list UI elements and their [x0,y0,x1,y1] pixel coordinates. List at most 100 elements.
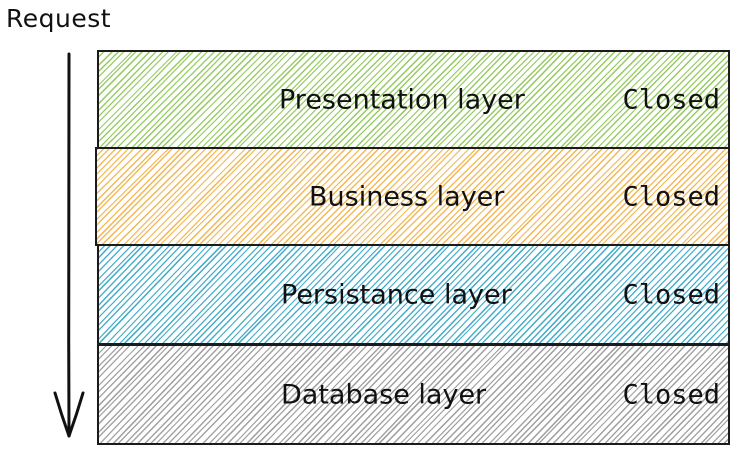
hatch-fill [99,346,728,443]
hatch-line [97,149,143,195]
hatch-line [502,149,598,244]
hatch-line [692,306,728,343]
hatch-line [124,52,222,147]
hatch-line [394,52,490,147]
hatch-line [691,208,728,244]
hatch-line [508,346,605,443]
hatch-line [374,346,469,443]
hatch-line [405,149,502,244]
hatch-line [289,52,388,147]
hatch-line [390,149,490,244]
hatch-line [583,346,680,443]
hatch-line [234,52,330,147]
hatch-line [630,246,725,343]
layer-name: Database layer [281,379,487,410]
hatch-line [494,346,591,443]
hatch-line [227,246,323,343]
hatch-line [130,246,227,343]
hatch-line [232,149,328,244]
hatch-line [253,52,349,147]
hatch-line [99,346,157,407]
hatch-line [366,346,463,443]
hatch-line [143,52,241,147]
hatch-line [213,246,309,343]
hatch-line [629,346,727,443]
hatch-line [322,52,419,147]
hatch-line [347,149,445,244]
hatch-line [284,52,380,147]
hatch-line [334,52,433,147]
hatch-line [116,149,215,244]
hatch-line [643,59,728,147]
hatch-line [450,346,548,443]
hatch-line [385,346,483,443]
hatch-line [610,149,708,244]
hatch-line [519,346,619,443]
hatch-line [99,346,151,399]
hatch-line [99,246,132,280]
hatch-line [405,52,503,147]
layer-status: Closed [622,84,720,115]
hatch-line [99,246,144,292]
hatch-line [99,246,164,312]
hatch-line [527,246,623,343]
hatch-line [584,246,680,343]
hatch-line [97,149,173,226]
layer-status: Closed [622,181,720,212]
hatch-line [225,149,322,244]
hatch-line [672,287,728,343]
hatch-line [475,346,572,443]
hatch-line [679,97,728,147]
hatch-line [680,293,728,343]
hatch-line [615,52,713,147]
hatch-line [489,246,587,343]
hatch-line [468,246,566,343]
layer-status: Closed [622,379,720,410]
hatch-line [294,149,393,244]
hatch-line [487,52,586,147]
hatch-fill [99,246,728,343]
hatch-line [640,253,728,343]
hatch-line [99,52,125,78]
hatch-line [514,246,610,343]
hatch-line [527,346,623,443]
hatch-line [436,52,535,147]
hatch-line [686,400,728,443]
hatch-line [642,355,728,443]
hatch-line [108,149,207,244]
hatch-line [199,149,298,244]
hatch-line [303,346,401,443]
hatch-line [99,52,143,97]
hatch-line [647,65,728,147]
hatch-line [150,52,247,147]
hatch-line [271,346,368,443]
hatch-line [355,246,450,343]
hatch-line [665,183,728,244]
hatch-line [527,52,622,147]
hatch-line [448,149,546,244]
hatch-line [257,52,355,147]
hatch-line [213,149,308,244]
hatch-line [634,54,728,147]
hatch-line [629,52,726,147]
hatch-line [136,52,234,147]
hatch-line [372,52,470,147]
hatch-line [333,149,432,244]
hatch-line [571,246,667,343]
hatch-line [209,346,305,443]
hatch-line [99,52,191,143]
hatch-line [251,346,348,443]
hatch-line [700,119,728,147]
hatch-line [474,149,573,244]
hatch-line [290,346,386,443]
hatch-line [392,246,489,343]
hatch-line [308,52,407,147]
hatch-line [218,149,314,244]
hatch-line [99,52,182,137]
hatch-line [237,246,337,343]
hatch-line [590,246,687,343]
hatch-line [245,246,341,343]
hatch-line [355,52,451,147]
hatch-line [206,246,303,343]
